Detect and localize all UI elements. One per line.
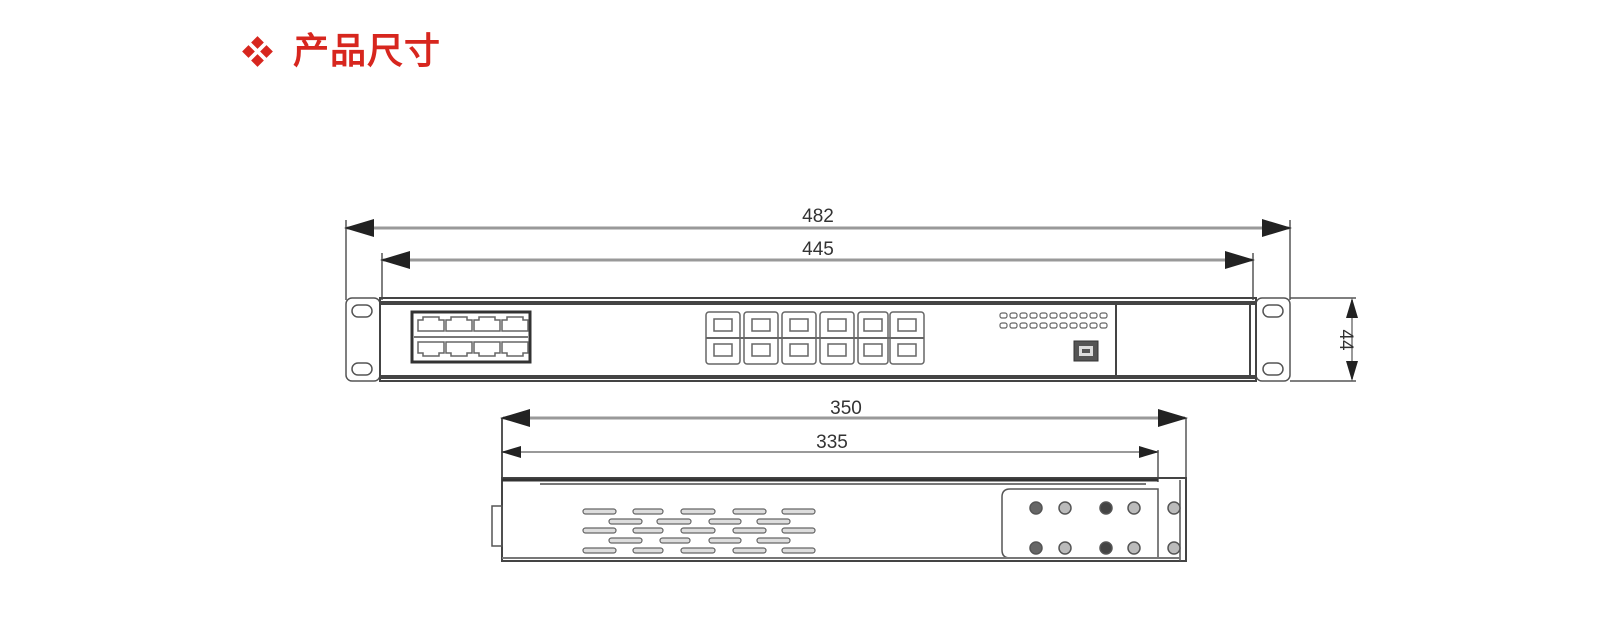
led-indicator-rows	[999, 312, 1108, 329]
section-title: 产品尺寸	[242, 30, 442, 74]
dim-overall-width: 482	[802, 206, 834, 227]
front-view	[344, 219, 1358, 382]
section-title-text: 产品尺寸	[293, 31, 442, 72]
sfp-port-block	[705, 311, 925, 365]
screw-holes	[1029, 501, 1181, 555]
console-port	[1073, 340, 1099, 362]
dim-body-width: 445	[802, 239, 834, 260]
dim-body-depth: 335	[816, 432, 848, 453]
rj45-port-block	[410, 310, 532, 364]
side-view	[491, 409, 1188, 562]
dim-height: 44	[1335, 329, 1356, 351]
vent-slots	[582, 508, 816, 554]
dim-overall-depth: 350	[830, 398, 862, 419]
